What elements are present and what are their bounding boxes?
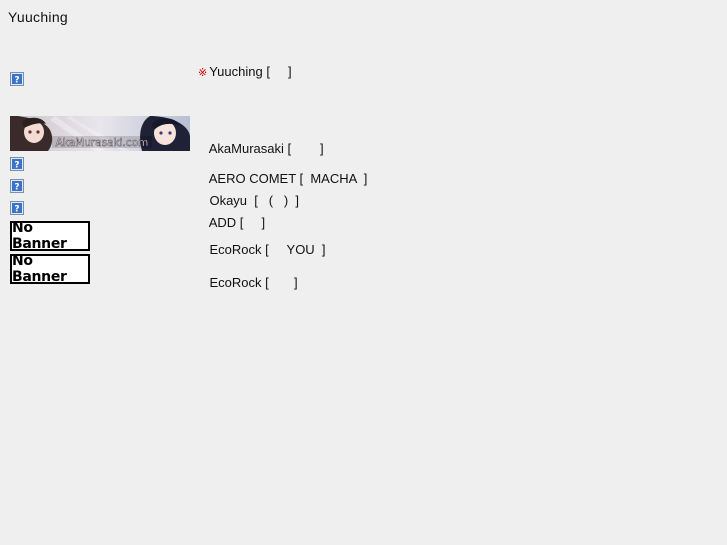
broken-image-icon[interactable]: ? — [10, 201, 24, 215]
link-label[interactable]: EcoRock [ ] — [209, 275, 298, 290]
page-title: Yuuching — [8, 9, 69, 25]
banner-cell[interactable]: AkaMurasaki.com — [10, 116, 190, 151]
svg-text:?: ? — [14, 76, 19, 86]
banner-text: AkaMurasaki.com — [56, 137, 149, 149]
link-label[interactable]: AkaMurasaki [ ] — [208, 141, 324, 156]
banner-cell[interactable]: No Banner — [10, 253, 90, 285]
banner-cell[interactable]: ? — [10, 201, 24, 215]
link-text[interactable]: AkaMurasaki [ ] — [195, 126, 324, 171]
link-label[interactable]: ADD [ ] — [208, 215, 266, 230]
broken-image-icon[interactable]: ? — [10, 72, 24, 86]
banner-cell[interactable]: ? — [10, 157, 24, 171]
banner-cell[interactable]: ? — [10, 72, 24, 86]
svg-text:?: ? — [14, 205, 19, 215]
no-banner-image[interactable]: No Banner — [10, 220, 90, 252]
banner-cell[interactable]: No Banner — [10, 220, 90, 252]
link-label[interactable]: Yuuching [ ] — [209, 64, 292, 79]
svg-text:?: ? — [14, 183, 19, 193]
link-text[interactable]: ADD [ ] — [195, 200, 265, 245]
reference-mark-icon: ※ — [198, 67, 208, 79]
broken-image-icon[interactable]: ? — [10, 157, 24, 171]
link-text[interactable]: EcoRock [ YOU ] — [195, 227, 326, 272]
link-label[interactable]: Okayu [ ( ) ] — [209, 193, 300, 208]
link-label[interactable]: AERO COMET [ MACHA ] — [208, 171, 368, 186]
banner-cell[interactable]: ? — [10, 179, 24, 193]
broken-image-icon[interactable]: ? — [10, 179, 24, 193]
svg-text:?: ? — [14, 161, 19, 171]
link-text[interactable]: Yuuching [ ] — [195, 49, 292, 94]
link-text[interactable]: Okayu [ ( ) ] — [195, 178, 299, 223]
akamurasaki-banner-image[interactable]: AkaMurasaki.com — [10, 116, 190, 151]
link-text[interactable]: AERO COMET [ MACHA ] — [195, 156, 368, 201]
link-label[interactable]: EcoRock [ YOU ] — [209, 242, 326, 257]
link-text[interactable]: EcoRock [ ] — [195, 260, 298, 305]
no-banner-image[interactable]: No Banner — [10, 253, 90, 285]
